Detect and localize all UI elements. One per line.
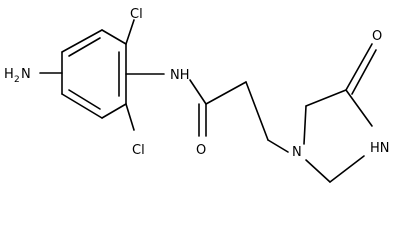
bond-ch2-ch2 — [245, 81, 269, 141]
bond-ketone-o-double — [351, 49, 377, 95]
label-hn-ring: HN — [370, 141, 390, 156]
label-h2n-h: H — [4, 67, 14, 82]
bond-carbonyl-ch2 — [205, 81, 247, 105]
bond-ring-6 — [61, 29, 103, 53]
label-o-ketone: O — [372, 29, 382, 44]
label-h2n-n: N — [21, 67, 31, 82]
bond-nh-carbonyl — [189, 79, 207, 105]
bond-ring-double-1 — [68, 37, 101, 57]
bond-ketone-o — [345, 43, 373, 91]
bond-pip-2 — [305, 89, 347, 107]
bond-pip-1 — [303, 105, 307, 145]
bond-pip-4 — [329, 155, 365, 183]
label-nh-amide: NH — [170, 68, 190, 83]
label-o-carbonyl: O — [196, 143, 206, 158]
bond-pip-3 — [345, 89, 373, 127]
label-cl-top: Cl — [130, 7, 143, 22]
label-n-ring: N — [292, 145, 302, 160]
benzene-ring — [61, 29, 127, 119]
bond-ring-4 — [61, 93, 103, 119]
bond-ring-1 — [101, 29, 127, 45]
bond-ring-double-2 — [68, 89, 101, 110]
piperazinone-ring — [303, 43, 377, 183]
structure-diagram: H 2 N Cl Cl NH O O N HN — [4, 7, 390, 183]
bond-pip-5 — [305, 159, 331, 183]
bond-c-cl-bottom — [125, 103, 135, 131]
bond-c-cl-top — [125, 19, 135, 45]
label-cl-bottom: Cl — [132, 143, 145, 158]
label-h2n-sub: 2 — [14, 75, 20, 85]
bond-ring-3 — [101, 103, 127, 119]
bond-ch2-n-ring — [267, 139, 289, 153]
